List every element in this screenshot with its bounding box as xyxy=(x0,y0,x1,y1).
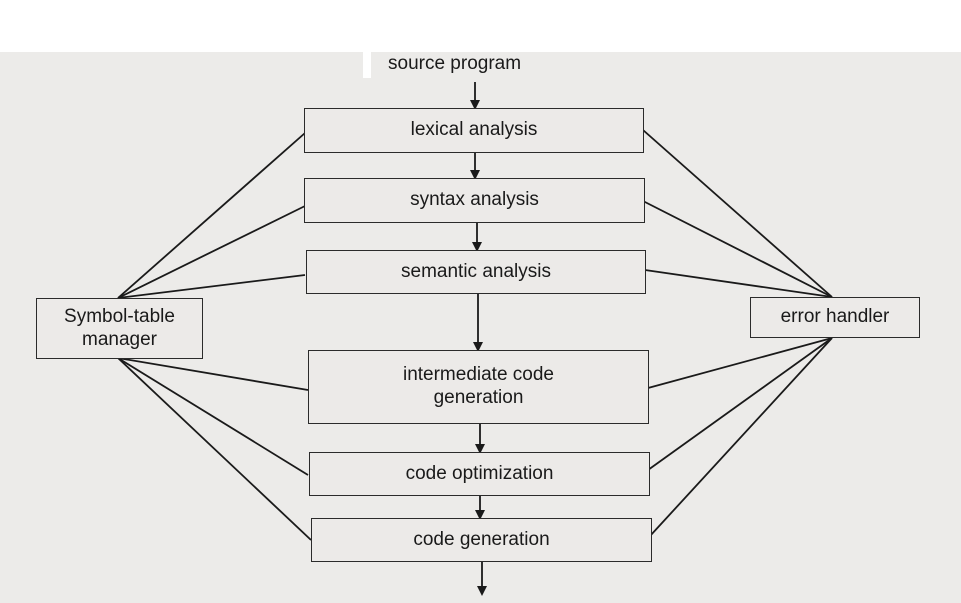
link-error-lexical xyxy=(642,129,833,298)
code-optimization-box: code optimization xyxy=(309,452,650,496)
link-symtab-semantic xyxy=(117,274,306,299)
lexical-analysis-label: lexical analysis xyxy=(410,119,538,141)
symbol-table-manager-box: Symbol-table manager xyxy=(36,298,203,359)
link-symtab-optimization xyxy=(117,357,309,476)
lexical-analysis-box: lexical analysis xyxy=(304,108,644,153)
link-error-intermediate xyxy=(647,337,833,389)
link-symtab-intermediate xyxy=(117,357,309,391)
intermediate-code-label-line1: intermediate code xyxy=(402,364,555,386)
error-handler-label: error handler xyxy=(780,306,890,328)
code-generation-box: code generation xyxy=(311,518,652,562)
link-error-semantic xyxy=(644,269,833,298)
link-symtab-lexical xyxy=(117,132,306,299)
error-handler-box: error handler xyxy=(750,297,920,338)
intermediate-code-label-line2: generation xyxy=(433,387,524,408)
intermediate-code-generation-box: intermediate code generation xyxy=(308,350,649,424)
code-optimization-label: code optimization xyxy=(405,462,554,484)
source-program-label: source program xyxy=(388,53,522,74)
syntax-analysis-box: syntax analysis xyxy=(304,178,645,223)
code-generation-label: code generation xyxy=(413,528,550,550)
link-error-syntax xyxy=(642,200,833,298)
syntax-analysis-label: syntax analysis xyxy=(410,189,539,211)
scan-artifact xyxy=(363,52,371,78)
link-symtab-syntax xyxy=(117,205,306,299)
symbol-table-label-line2: manager xyxy=(82,328,157,350)
symbol-table-label-line1: Symbol-table xyxy=(64,305,175,327)
link-error-optimization xyxy=(647,337,833,471)
link-symtab-codegen xyxy=(117,357,312,541)
link-error-codegen xyxy=(649,337,833,537)
semantic-analysis-label: semantic analysis xyxy=(401,260,551,282)
semantic-analysis-box: semantic analysis xyxy=(306,250,646,294)
